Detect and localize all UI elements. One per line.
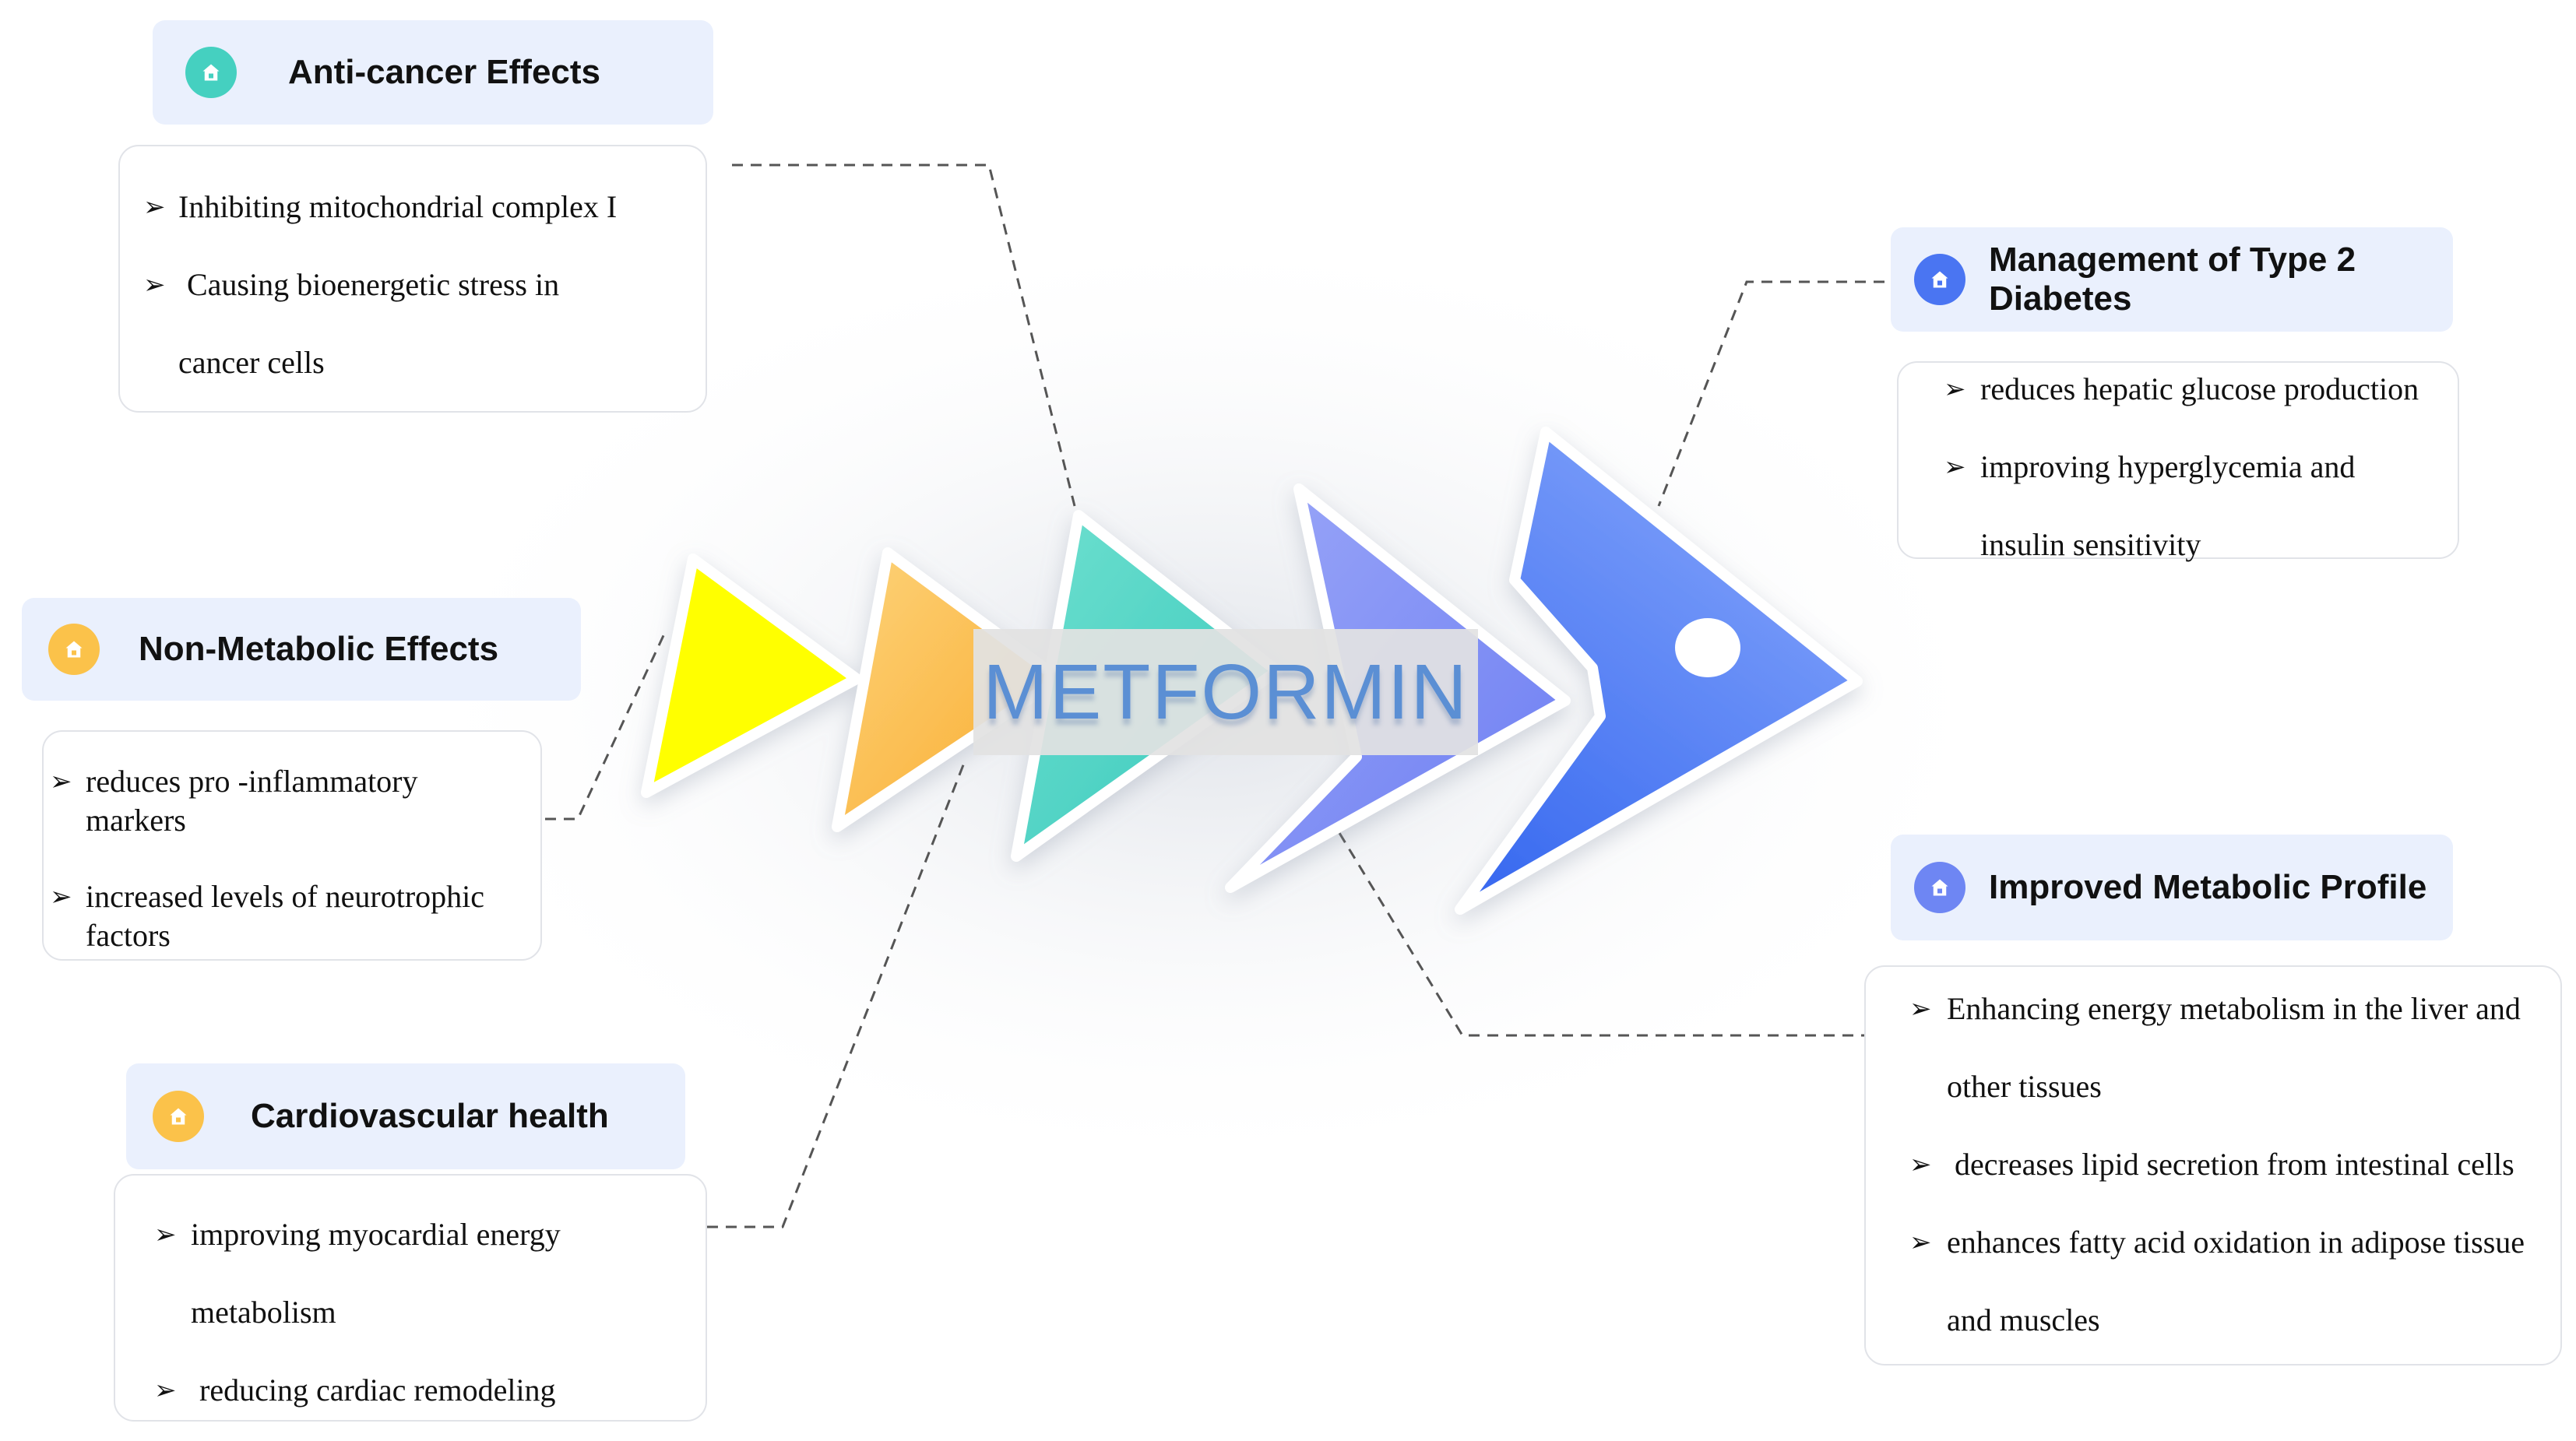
nonmetabolic-item: reduces pro -inflammatory <box>86 764 418 799</box>
nonmetabolic-box <box>42 730 542 961</box>
cardio-box <box>114 1174 707 1422</box>
connector-anticancer <box>732 163 1076 507</box>
bullet-arrow-icon: ➢ <box>143 269 166 301</box>
connector-nonmetabolic <box>545 630 667 821</box>
bullet-arrow-icon: ➢ <box>1909 1149 1932 1180</box>
bullet-arrow-icon: ➢ <box>1909 1227 1932 1258</box>
nonmetabolic-header: Non-Metabolic Effects <box>22 598 581 701</box>
anticancer-box <box>118 145 707 413</box>
anticancer-item: cancer cells <box>178 345 325 380</box>
metabolic-item: other tissues <box>1947 1069 2102 1104</box>
arrow-blue <box>1455 427 1863 915</box>
bullet-arrow-icon: ➢ <box>154 1375 177 1406</box>
home-icon <box>1914 862 1965 913</box>
metabolic-item: Enhancing energy metabolism in the liver… <box>1947 991 2521 1026</box>
diabetes-title-line2: Diabetes <box>1989 279 2132 318</box>
center-label-box: METFORMIN <box>973 629 1478 755</box>
connector-diabetes <box>1657 280 1884 507</box>
arrow-orange <box>832 547 1065 832</box>
metabolic-item: and muscles <box>1947 1302 2100 1337</box>
home-icon <box>48 624 100 675</box>
metabolic-box <box>1864 965 2562 1365</box>
diabetes-item: reduces hepatic glucose production <box>1980 371 2419 406</box>
anticancer-title: Anti-cancer Effects <box>288 53 601 91</box>
home-icon <box>185 47 237 98</box>
diabetes-item: improving hyperglycemia and <box>1980 449 2356 484</box>
diabetes-header: Management of Type 2 Diabetes <box>1891 227 2453 332</box>
metabolic-item: enhances fatty acid oxidation in adipose… <box>1947 1225 2525 1260</box>
nonmetabolic-title: Non-Metabolic Effects <box>139 630 499 668</box>
nonmetabolic-item: increased levels of neurotrophic <box>86 879 485 914</box>
cardio-item: metabolism <box>191 1295 336 1330</box>
metabolic-title: Improved Metabolic Profile <box>1989 868 2427 906</box>
cardio-item: improving myocardial energy <box>191 1217 561 1252</box>
cardio-header: Cardiovascular health <box>126 1063 685 1169</box>
home-icon <box>1914 254 1965 305</box>
nonmetabolic-item: factors <box>86 918 171 953</box>
home-icon <box>153 1091 204 1142</box>
bullet-arrow-icon: ➢ <box>50 881 72 912</box>
arrow-eye-dot <box>1675 618 1740 677</box>
anticancer-header: Anti-cancer Effects <box>153 20 713 125</box>
bullet-arrow-icon: ➢ <box>143 192 166 223</box>
connector-metabolic <box>1338 832 1891 1037</box>
diabetes-title: Management of Type 2 Diabetes <box>1989 241 2356 318</box>
cardio-item: reducing cardiac remodeling <box>199 1372 556 1408</box>
arrow-yellow <box>641 554 862 798</box>
connector-cardio <box>707 758 967 1228</box>
bullet-arrow-icon: ➢ <box>154 1219 177 1250</box>
anticancer-item: Causing bioenergetic stress in <box>187 267 560 302</box>
bullet-arrow-icon: ➢ <box>50 766 72 797</box>
bullet-arrow-icon: ➢ <box>1909 993 1932 1025</box>
metabolic-item: decreases lipid secretion from intestina… <box>1955 1147 2514 1182</box>
diabetes-box <box>1897 361 2459 559</box>
diabetes-item: insulin sensitivity <box>1980 527 2201 562</box>
center-label: METFORMIN <box>983 648 1469 736</box>
diabetes-title-line1: Management of Type 2 <box>1989 241 2356 279</box>
bullet-arrow-icon: ➢ <box>1944 452 1966 483</box>
anticancer-item: Inhibiting mitochondrial complex I <box>178 189 618 224</box>
bullet-arrow-icon: ➢ <box>1944 374 1966 405</box>
nonmetabolic-item: markers <box>86 803 186 838</box>
cardio-title: Cardiovascular health <box>251 1097 609 1135</box>
metabolic-header: Improved Metabolic Profile <box>1891 835 2453 940</box>
